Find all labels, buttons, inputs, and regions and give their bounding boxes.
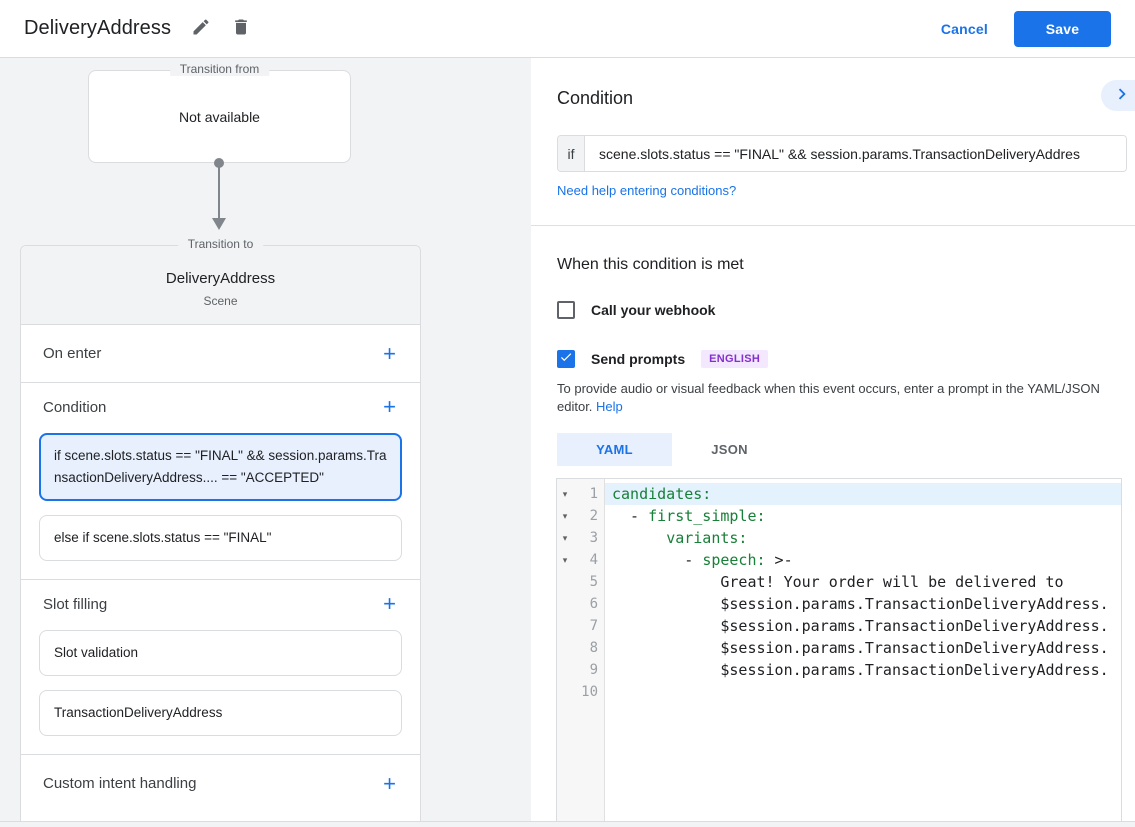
- add-on-enter-button[interactable]: +: [383, 340, 396, 366]
- line-number: 5: [589, 574, 598, 590]
- panel-separator: [531, 225, 1135, 226]
- conditions-help-link[interactable]: Need help entering conditions?: [557, 183, 737, 198]
- send-prompts-checkbox[interactable]: [557, 350, 575, 368]
- code-line[interactable]: candidates:: [605, 483, 1121, 505]
- code-line[interactable]: [605, 681, 1121, 703]
- fold-spacer: [557, 571, 573, 593]
- collapse-panel-button[interactable]: [1101, 80, 1135, 111]
- add-slot-button[interactable]: +: [383, 591, 396, 616]
- code-line[interactable]: $session.params.TransactionDeliveryAddre…: [612, 595, 1109, 613]
- condition-detail-panel: Condition if Need help entering conditio…: [531, 58, 1135, 827]
- top-bar: DeliveryAddress Cancel Save: [0, 0, 1135, 58]
- condition-card-selected[interactable]: if scene.slots.status == "FINAL" && sess…: [39, 433, 402, 501]
- editor-line: ▾ 3 variants:: [557, 527, 1121, 549]
- on-enter-label: On enter: [43, 345, 102, 362]
- slot-filling-label: Slot filling: [43, 595, 108, 613]
- fold-arrow-icon[interactable]: ▾: [562, 555, 568, 565]
- editor-gutter: [557, 479, 605, 826]
- add-condition-button[interactable]: +: [383, 394, 396, 419]
- editor-line: 9 $session.params.TransactionDeliveryAdd…: [557, 659, 1121, 681]
- condition-expression-row: if: [557, 135, 1127, 172]
- trash-icon: [231, 17, 251, 40]
- scene-graph-canvas: Transition from Not available Transition…: [0, 58, 531, 827]
- condition-card[interactable]: else if scene.slots.status == "FINAL": [39, 515, 402, 561]
- slot-card[interactable]: TransactionDeliveryAddress: [39, 690, 402, 736]
- line-number: 10: [581, 684, 598, 700]
- delete-scene-button[interactable]: [225, 11, 257, 46]
- condition-expression-input[interactable]: [585, 136, 1126, 171]
- editor-line: 8 $session.params.TransactionDeliveryAdd…: [557, 637, 1121, 659]
- line-number: 9: [589, 662, 598, 678]
- transition-to-card: Transition to DeliveryAddress Scene On e…: [20, 237, 421, 827]
- code-line[interactable]: variants:: [666, 529, 748, 547]
- editor-line: ▾ 4 - speech: >-: [557, 549, 1121, 571]
- line-number: 8: [589, 640, 598, 656]
- condition-section: Condition + if scene.slots.status == "FI…: [21, 383, 420, 580]
- pencil-icon: [191, 17, 211, 40]
- transition-from-box: Transition from Not available: [88, 62, 351, 163]
- code-line[interactable]: $session.params.TransactionDeliveryAddre…: [612, 617, 1109, 635]
- line-number: 6: [589, 596, 598, 612]
- on-enter-section: On enter +: [21, 325, 420, 383]
- fold-spacer: [557, 637, 573, 659]
- line-number: 1: [589, 486, 598, 502]
- call-webhook-label: Call your webhook: [591, 302, 716, 318]
- call-webhook-checkbox[interactable]: [557, 301, 575, 319]
- save-button[interactable]: Save: [1014, 10, 1111, 47]
- editor-line: ▾ 2 - first_simple:: [557, 505, 1121, 527]
- checkmark-icon: [559, 350, 573, 369]
- prompt-description-text: To provide audio or visual feedback when…: [557, 381, 1100, 414]
- chevron-right-icon: [1111, 83, 1133, 108]
- tab-yaml[interactable]: YAML: [557, 433, 672, 466]
- editor-line: 6 $session.params.TransactionDeliveryAdd…: [557, 593, 1121, 615]
- cancel-button[interactable]: Cancel: [940, 20, 988, 37]
- prompt-help-link[interactable]: Help: [596, 398, 623, 414]
- prompt-description: To provide audio or visual feedback when…: [557, 380, 1115, 415]
- transition-arrow: [212, 158, 226, 230]
- add-custom-intent-button[interactable]: +: [383, 770, 396, 796]
- editor-line: 7 $session.params.TransactionDeliveryAdd…: [557, 615, 1121, 637]
- transition-from-label: Transition from: [169, 62, 270, 76]
- editor-line: ▾ 1 candidates:: [557, 483, 1121, 505]
- if-prefix-label: if: [558, 136, 585, 171]
- code-line[interactable]: $session.params.TransactionDeliveryAddre…: [612, 639, 1109, 657]
- scene-card-header: DeliveryAddress Scene: [21, 246, 420, 325]
- scene-name: DeliveryAddress: [165, 270, 276, 287]
- language-badge: ENGLISH: [701, 350, 769, 368]
- panel-title: Condition: [557, 88, 634, 108]
- fold-arrow-icon[interactable]: ▾: [562, 489, 568, 499]
- custom-intent-label: Custom intent handling: [43, 775, 197, 792]
- fold-spacer: [557, 593, 573, 615]
- fold-arrow-icon[interactable]: ▾: [562, 511, 568, 521]
- horizontal-scrollbar[interactable]: [0, 821, 1135, 827]
- line-number: 3: [589, 530, 598, 546]
- editor-line: 5 Great! Your order will be delivered to: [557, 571, 1121, 593]
- transition-to-label: Transition to: [177, 237, 264, 251]
- fold-spacer: [557, 681, 573, 703]
- code-line[interactable]: Great! Your order will be delivered to: [612, 573, 1064, 591]
- fold-spacer: [557, 615, 573, 637]
- code-line[interactable]: - speech: >-: [612, 551, 793, 569]
- send-prompts-label: Send prompts: [591, 351, 686, 367]
- condition-section-label: Condition: [43, 398, 107, 416]
- fold-spacer: [557, 659, 573, 681]
- line-number: 2: [589, 508, 598, 524]
- slot-card[interactable]: Slot validation: [39, 630, 402, 676]
- yaml-code-editor[interactable]: ▾ 1 candidates: ▾ 2 - first_simple: ▾ 3 varian…: [556, 478, 1122, 827]
- scene-type: Scene: [203, 294, 238, 308]
- tab-json[interactable]: JSON: [672, 433, 787, 466]
- line-number: 4: [589, 552, 598, 568]
- editor-line: 10: [557, 681, 1121, 703]
- page-title: DeliveryAddress: [24, 17, 172, 39]
- code-line[interactable]: - first_simple:: [612, 507, 766, 525]
- edit-scene-button[interactable]: [185, 11, 217, 46]
- when-condition-title: When this condition is met: [557, 256, 744, 273]
- custom-intent-section: Custom intent handling +: [21, 755, 420, 812]
- fold-arrow-icon[interactable]: ▾: [562, 533, 568, 543]
- transition-from-value: Not available: [179, 108, 260, 125]
- code-line[interactable]: $session.params.TransactionDeliveryAddre…: [612, 661, 1109, 679]
- line-number: 7: [589, 618, 598, 634]
